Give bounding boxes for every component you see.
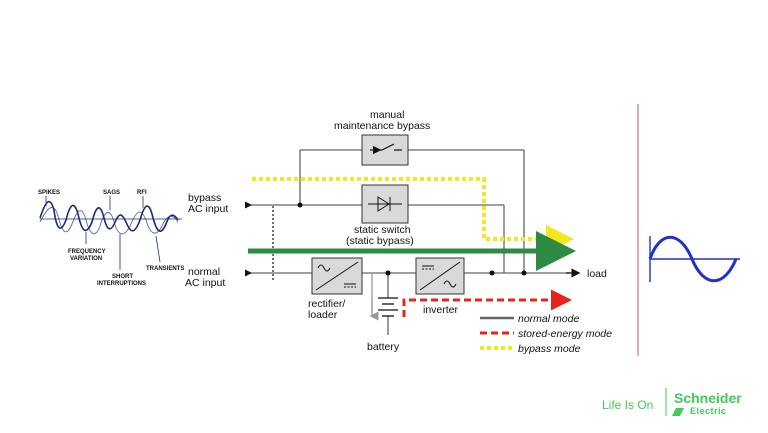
output-sine-wave: [648, 235, 740, 283]
legend-bypass-label: bypass mode: [518, 343, 581, 355]
disturbance-short-label-2: INTERRUPTIONS: [97, 281, 146, 287]
brand-logo: Life Is On Schneider Electric: [602, 388, 742, 416]
brand-symbol-icon: [672, 408, 684, 416]
disturbance-rfi-label: RFI: [137, 190, 147, 196]
disturbance-short-label-1: SHORT: [112, 274, 133, 280]
brand-tagline: Life Is On: [602, 398, 653, 412]
bypass-input-label-2: AC input: [188, 203, 228, 215]
normal-input-label-1: normal: [188, 266, 220, 278]
static-switch: [361, 184, 409, 224]
load-label: load: [587, 268, 607, 280]
brand-subname: Electric: [690, 406, 727, 416]
rectifier-label-1: rectifier/: [308, 298, 345, 310]
stored-energy-path: [402, 289, 572, 317]
static-switch-label-1: static switch: [354, 224, 411, 236]
inverter-label: inverter: [423, 304, 459, 316]
manual-bypass-label-1: manual: [370, 109, 404, 121]
disturbance-frequency-label-1: FREQUENCY: [68, 249, 106, 255]
legend-normal-label: normal mode: [518, 313, 579, 325]
bypass-input-label-1: bypass: [188, 192, 221, 204]
disturbance-spikes-label: SPIKES: [38, 190, 60, 196]
disturbances-panel: SPIKES SAGS RFI FREQUENCY VARIATION SHOR…: [38, 190, 184, 287]
junction-dots: [297, 202, 527, 276]
battery-label: battery: [367, 341, 400, 353]
rectifier-block: [311, 257, 363, 295]
disturbance-sags-label: SAGS: [103, 190, 120, 196]
static-switch-label-2: (static bypass): [346, 235, 414, 247]
legend: normal mode stored-energy mode bypass mo…: [480, 313, 612, 355]
manual-bypass-switch: [361, 134, 409, 166]
legend-stored-label: stored-energy mode: [518, 328, 612, 340]
disturbance-transients-label: TRANSIENTS: [146, 266, 184, 272]
battery-symbol: [378, 297, 398, 317]
manual-bypass-label-2: maintenance bypass: [334, 120, 430, 132]
normal-input-label-2: AC input: [185, 277, 225, 289]
rectifier-label-2: loader: [308, 309, 338, 321]
bypass-mode-path: [252, 177, 574, 253]
disturbance-frequency-label-2: VARIATION: [70, 256, 102, 262]
disturbance-waveform: [39, 200, 179, 233]
brand-name: Schneider: [674, 390, 742, 406]
disturbance-waveform-shadow: [39, 207, 179, 235]
inverter-block: [415, 257, 465, 295]
